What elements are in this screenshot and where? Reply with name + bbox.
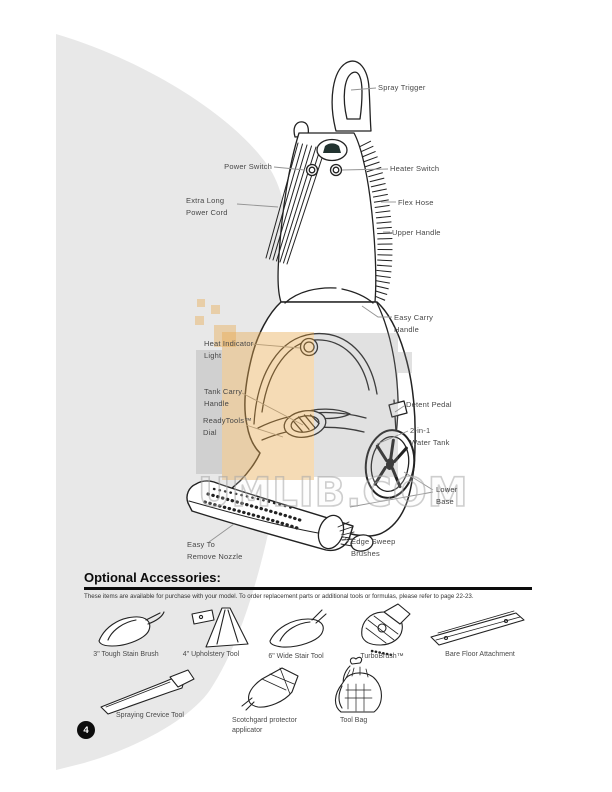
rear-wheel (364, 429, 416, 499)
callout-flex-hose: Flex Hose (398, 198, 434, 207)
accessory-label-wide-stair-tool: 6" Wide Stair Tool (268, 653, 324, 660)
flex-hose-illustration (356, 136, 393, 308)
power-switch-knob (305, 163, 319, 177)
tool-bag-illustration (334, 656, 382, 713)
detent-pedal-illustration (388, 400, 408, 418)
heater-switch-knob (329, 163, 343, 177)
scotchgard-applicator-illustration (241, 667, 299, 711)
callout-tank-carry-handle: Tank Carry Handle (204, 387, 243, 408)
callout-detent-pedal: Detent Pedal (406, 400, 452, 409)
callout-upper-handle: Upper Handle (392, 228, 441, 237)
edge-sweep-brushes-illustration (337, 521, 355, 547)
callout-easy-to-remove-nozzle: Easy To Remove Nozzle (187, 540, 243, 561)
callout-lower-base: Lower Base (436, 485, 458, 506)
callout-edge-sweep-brushes: Edge Sweep Brushes (351, 537, 396, 558)
accessory-label-tough-stain-brush: 3" Tough Stain Brush (93, 651, 159, 658)
callout-readytools-dial: ReadyTools™ Dial (203, 416, 252, 437)
spray-trigger-loop (331, 60, 372, 132)
bare-floor-attachment-illustration (430, 610, 525, 646)
callout-power-switch: Power Switch (224, 162, 272, 171)
heat-indicator-light-illustration (299, 337, 319, 357)
accessory-label-bare-floor-attachment: Bare Floor Attachment (445, 651, 515, 658)
lower-base-illustration (186, 480, 354, 552)
readytools-dial-illustration (283, 410, 327, 438)
callout-extra-long-power-cord: Extra Long Power Cord (186, 196, 228, 217)
spraying-crevice-tool-illustration (100, 669, 195, 715)
turbobrush-illustration (361, 603, 411, 657)
callout-heater-switch: Heater Switch (390, 164, 440, 173)
callout-heat-indicator-light: Heat Indicator Light (204, 339, 254, 360)
accessory-label-spraying-crevice-tool: Spraying Crevice Tool (116, 712, 184, 719)
accessory-label-upholstery-tool: 4" Upholstery Tool (182, 651, 240, 658)
brand-badge (316, 138, 348, 162)
wide-stair-tool-illustration (269, 609, 327, 648)
tough-stain-brush-illustration (98, 611, 165, 647)
rear-foot (350, 534, 374, 552)
accessory-label-turbobrush: TurboBrush™ (360, 653, 404, 660)
optional-accessories-heading: Optional Accessories: (84, 570, 221, 585)
page-number-badge: 4 (77, 721, 95, 739)
callout-easy-carry-handle: Easy Carry Handle (394, 313, 434, 334)
callout-spray-trigger: Spray Trigger (378, 83, 426, 92)
accessory-label-tool-bag: Tool Bag (340, 717, 368, 724)
callout-2-in-1-water-tank: 2-in-1 Water Tank (410, 426, 450, 447)
background-circle (56, 34, 292, 770)
leader-lines (208, 87, 434, 543)
accessories-note: These items are available for purchase w… (84, 593, 474, 600)
accessory-label-scotchgard-applicator: Scotchgard protector applicator (232, 717, 297, 734)
upholstery-tool-illustration (191, 607, 249, 648)
heading-rule (84, 587, 532, 590)
